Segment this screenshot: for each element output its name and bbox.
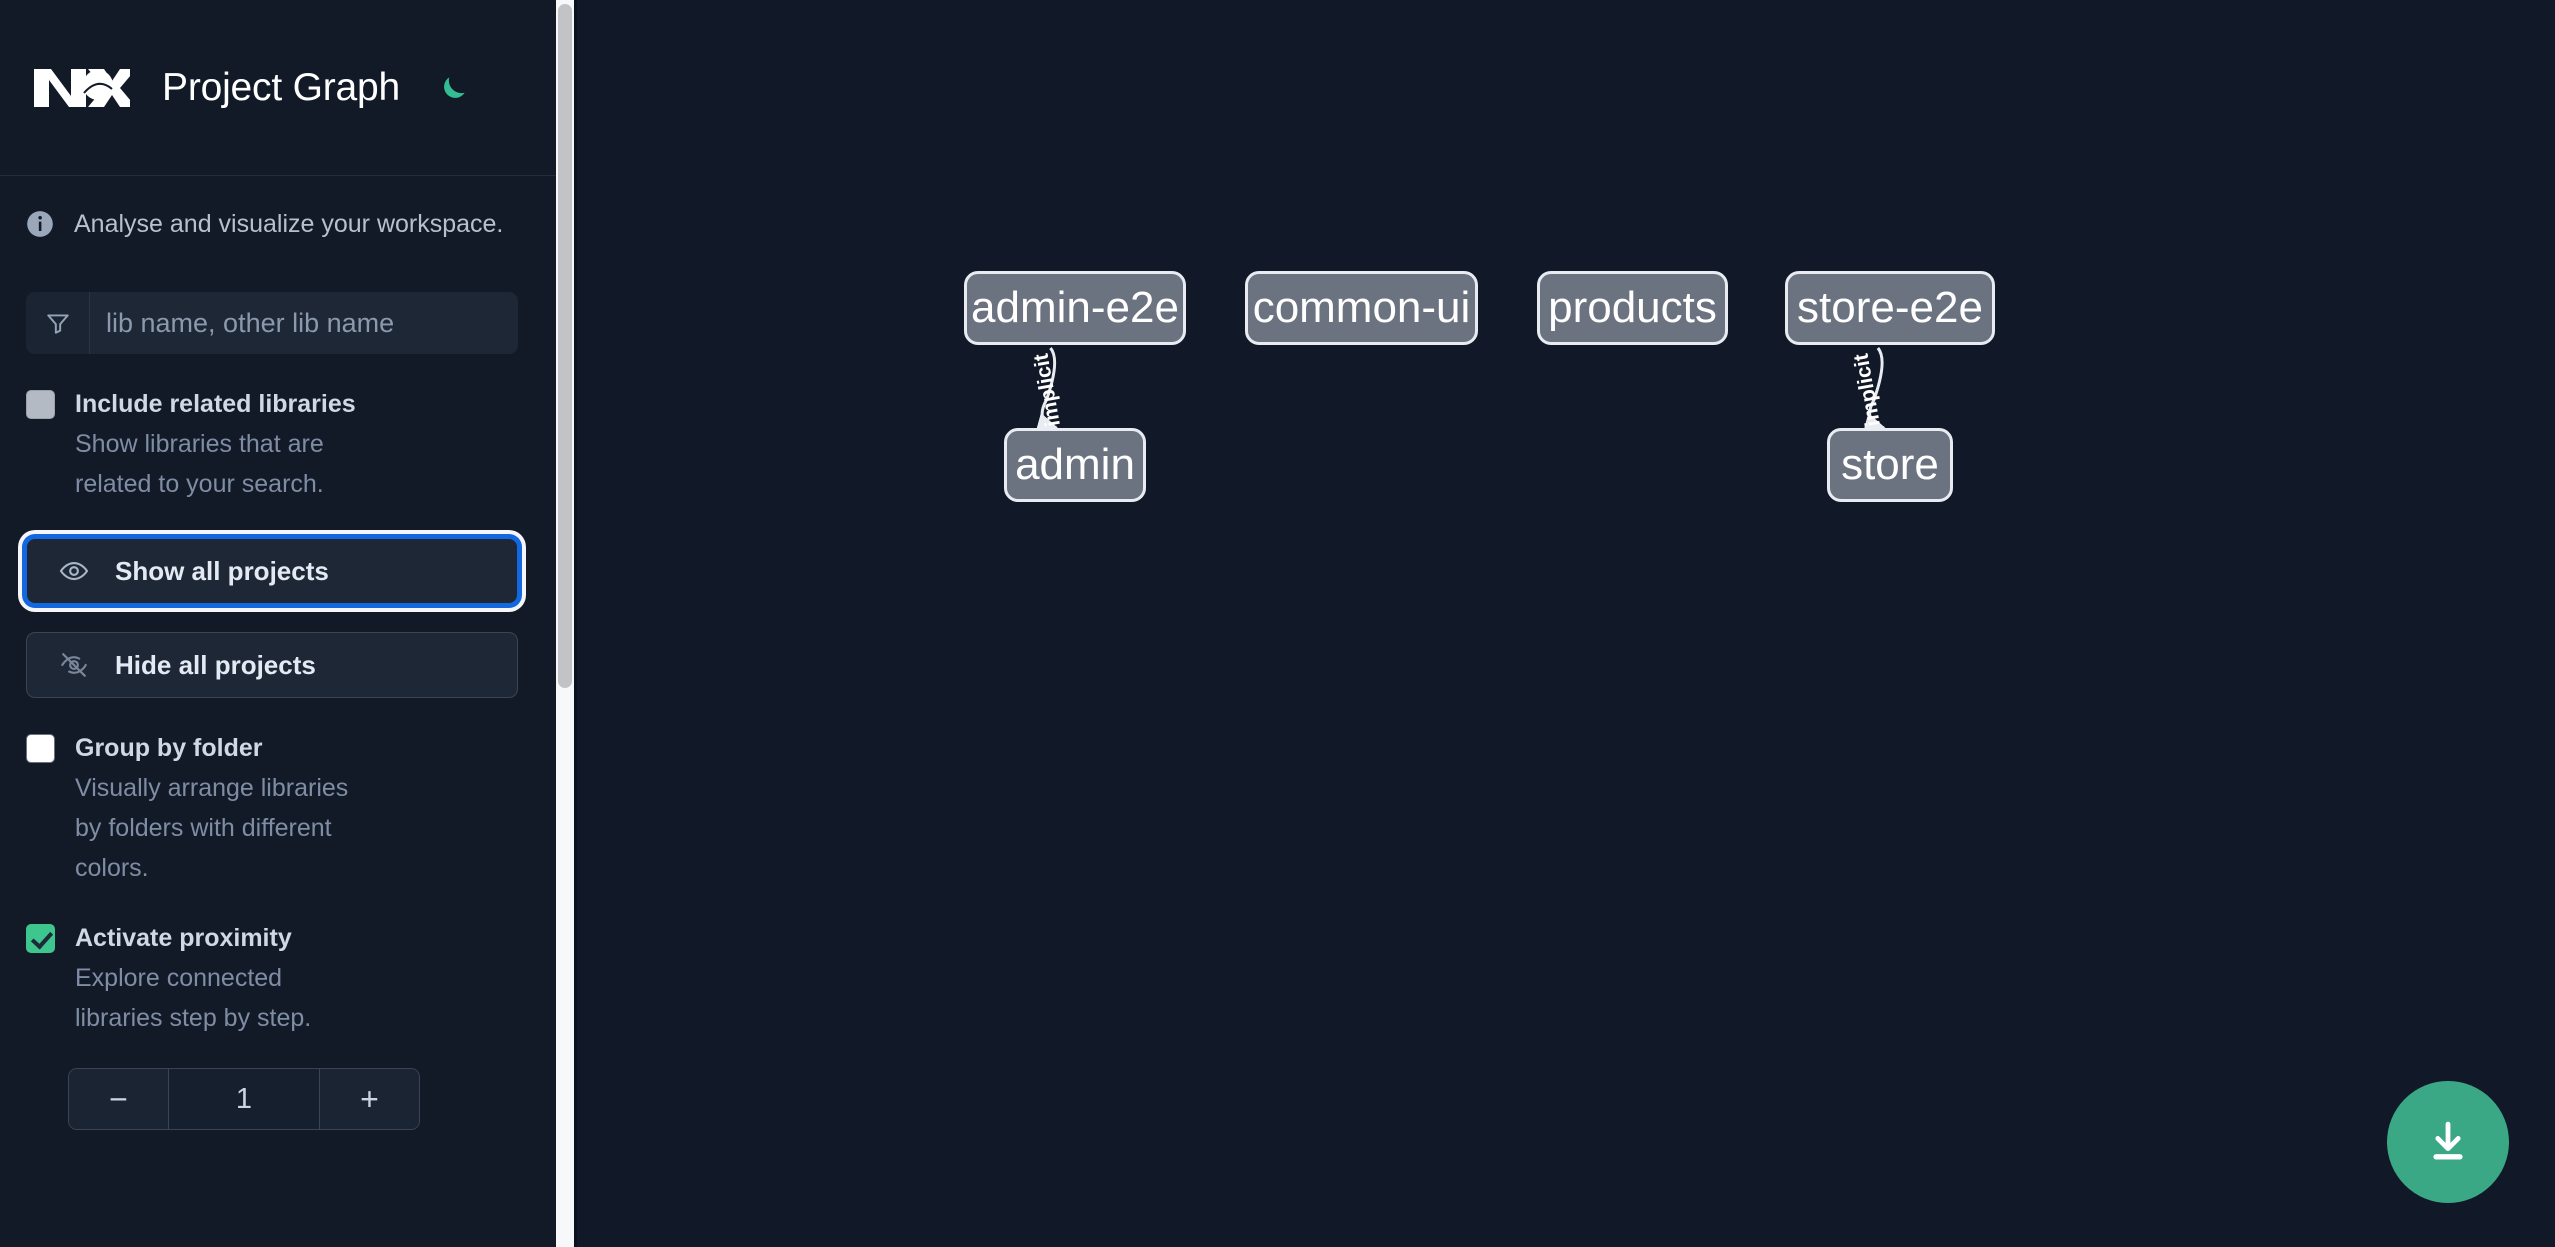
sidebar-scrollbar-thumb[interactable]	[558, 4, 572, 688]
group-by-folder-description: Visually arrange libraries by folders wi…	[75, 774, 349, 882]
filter-box[interactable]	[26, 292, 518, 354]
show-all-projects-label: Show all projects	[115, 555, 329, 586]
graph-node-store[interactable]: store	[1827, 428, 1953, 502]
filter-section	[0, 246, 556, 354]
sidebar-header: Project Graph	[0, 0, 556, 176]
graph-edges	[1035, 347, 1887, 434]
option-group-by-folder[interactable]: Group by folder Visually arrange librari…	[0, 698, 556, 888]
include-related-libraries-label: Include related libraries	[75, 390, 356, 418]
edge-admin-e2e-admin	[1035, 347, 1059, 434]
include-related-libraries-description: Show libraries that are related to your …	[75, 430, 324, 498]
edge-store-e2e-store	[1862, 347, 1887, 434]
project-visibility-buttons: Show all projects Hide all projects	[0, 504, 556, 698]
info-circle-icon	[26, 210, 54, 238]
graph-node-admin[interactable]: admin	[1004, 428, 1146, 502]
edge-label-admin-e2e-admin: implicit	[1029, 351, 1065, 429]
activate-proximity-checkbox[interactable]	[26, 924, 55, 953]
search-input[interactable]	[90, 292, 518, 354]
proximity-decrement-button[interactable]: −	[69, 1069, 169, 1129]
group-by-folder-label: Group by folder	[75, 734, 263, 762]
option-include-related-libraries[interactable]: Include related libraries Show libraries…	[0, 354, 556, 504]
button-gap	[26, 604, 518, 632]
graph-node-common-ui[interactable]: common-ui	[1245, 271, 1478, 345]
nx-logo-icon	[26, 55, 136, 121]
option-activate-proximity[interactable]: Activate proximity Explore connected lib…	[0, 888, 556, 1038]
activate-proximity-label: Activate proximity	[75, 924, 292, 952]
group-by-folder-checkbox[interactable]	[26, 734, 55, 763]
download-icon[interactable]	[2387, 1081, 2509, 1203]
proximity-stepper: − 1 +	[68, 1068, 420, 1130]
proximity-increment-button[interactable]: +	[319, 1069, 419, 1129]
page-title: Project Graph	[162, 65, 401, 109]
edge-label-store-e2e-store: implicit	[1849, 351, 1885, 429]
include-related-libraries-checkbox[interactable]	[26, 390, 55, 419]
eye-off-icon	[55, 646, 93, 684]
eye-icon	[55, 552, 93, 590]
hide-all-projects-button[interactable]: Hide all projects	[26, 632, 518, 698]
moon-icon[interactable]	[432, 66, 476, 110]
panel-divider	[574, 0, 577, 1247]
graph-node-admin-e2e[interactable]: admin-e2e	[964, 271, 1186, 345]
graph-canvas[interactable]: implicit implicit admin-e2e common-ui pr…	[556, 0, 2555, 1247]
activate-proximity-description: Explore connected libraries step by step…	[75, 964, 312, 1032]
workspace-info: Analyse and visualize your workspace.	[0, 176, 556, 246]
show-all-projects-button[interactable]: Show all projects	[26, 538, 518, 604]
hide-all-projects-label: Hide all projects	[115, 649, 316, 680]
proximity-value: 1	[169, 1069, 319, 1129]
workspace-info-text: Analyse and visualize your workspace.	[74, 209, 504, 238]
funnel-icon	[26, 292, 90, 354]
proximity-stepper-wrap: − 1 +	[0, 1038, 556, 1130]
graph-node-store-e2e[interactable]: store-e2e	[1785, 271, 1995, 345]
graph-node-products[interactable]: products	[1537, 271, 1728, 345]
sidebar: Project Graph Analyse and visualize your…	[0, 0, 556, 1247]
